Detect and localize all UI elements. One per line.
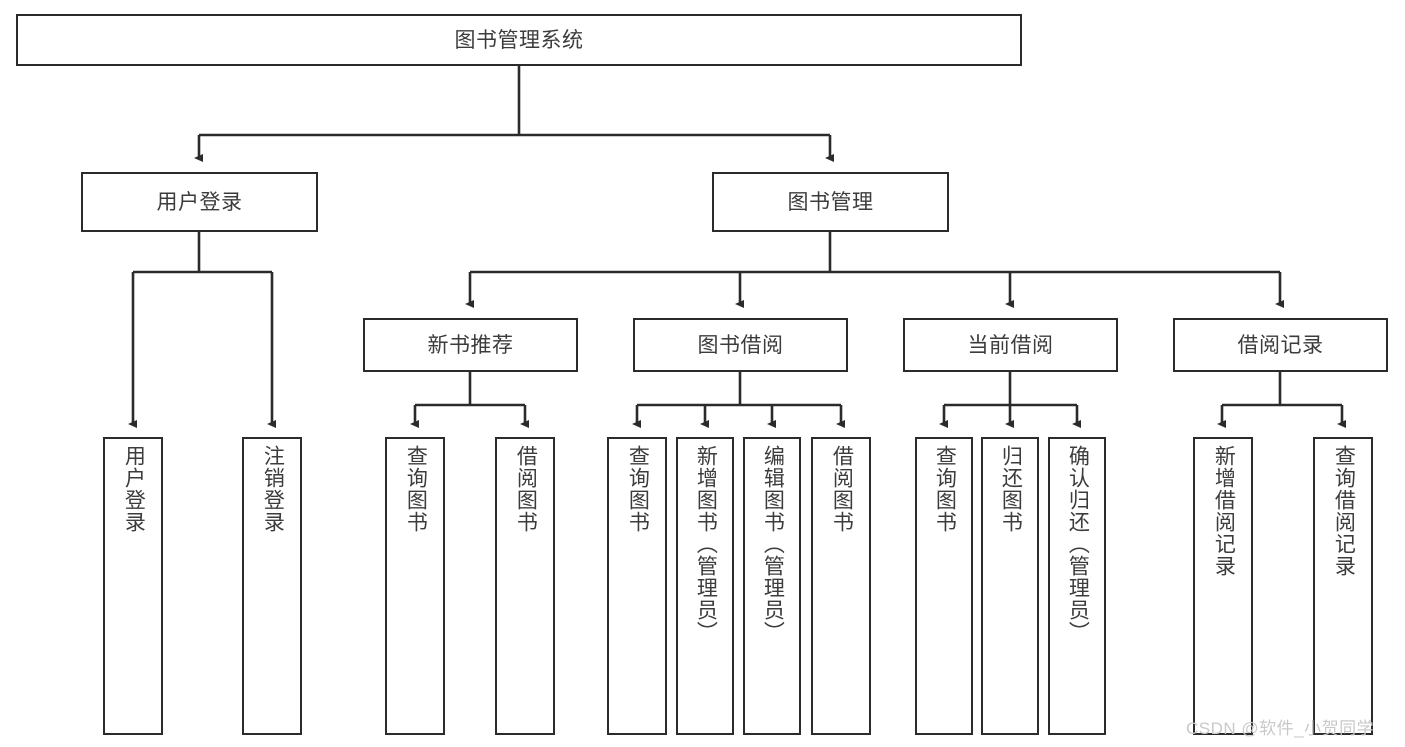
leaf-user-login[interactable]: 用户登录 xyxy=(103,437,163,735)
leaf-add-record[interactable]: 新增借阅记录 xyxy=(1193,437,1253,735)
node-book-borrow-label: 图书借阅 xyxy=(697,333,784,357)
node-book-borrow[interactable]: 图书借阅 xyxy=(633,318,848,372)
leaf-confirm-return-label: 确认归还（管理员） xyxy=(1066,445,1090,643)
leaf-query-book-3-label: 查询图书 xyxy=(933,445,957,533)
leaf-add-record-label: 新增借阅记录 xyxy=(1212,445,1236,577)
leaf-query-record[interactable]: 查询借阅记录 xyxy=(1313,437,1373,735)
node-root[interactable]: 图书管理系统 xyxy=(16,14,1022,66)
node-new-book-recommend[interactable]: 新书推荐 xyxy=(363,318,578,372)
leaf-add-book-label: 新增图书（管理员） xyxy=(694,445,718,643)
leaf-return-book[interactable]: 归还图书 xyxy=(981,437,1039,735)
node-user-login-label: 用户登录 xyxy=(156,190,243,214)
leaf-query-book-2-label: 查询图书 xyxy=(626,445,650,533)
leaf-query-book-2[interactable]: 查询图书 xyxy=(607,437,667,735)
leaf-logout-login[interactable]: 注销登录 xyxy=(242,437,302,735)
node-root-label: 图书管理系统 xyxy=(454,28,584,52)
leaf-add-book[interactable]: 新增图书（管理员） xyxy=(676,437,734,735)
csdn-watermark: CSDN @软件_小贺同学 xyxy=(1186,719,1375,738)
node-user-login[interactable]: 用户登录 xyxy=(81,172,318,232)
node-new-book-recommend-label: 新书推荐 xyxy=(427,333,514,357)
leaf-borrow-book-2[interactable]: 借阅图书 xyxy=(811,437,871,735)
node-borrow-record-label: 借阅记录 xyxy=(1237,333,1324,357)
node-current-borrow-label: 当前借阅 xyxy=(967,333,1054,357)
leaf-query-book-1-label: 查询图书 xyxy=(404,445,428,533)
leaf-borrow-book-1[interactable]: 借阅图书 xyxy=(495,437,555,735)
leaf-borrow-book-2-label: 借阅图书 xyxy=(830,445,854,533)
leaf-query-record-label: 查询借阅记录 xyxy=(1332,445,1356,577)
leaf-edit-book-label: 编辑图书（管理员） xyxy=(761,445,785,643)
leaf-confirm-return[interactable]: 确认归还（管理员） xyxy=(1048,437,1106,735)
node-book-manage-label: 图书管理 xyxy=(787,190,874,214)
leaf-logout-login-label: 注销登录 xyxy=(261,445,285,533)
leaf-query-book-1[interactable]: 查询图书 xyxy=(385,437,445,735)
node-borrow-record[interactable]: 借阅记录 xyxy=(1173,318,1388,372)
node-book-manage[interactable]: 图书管理 xyxy=(712,172,949,232)
node-current-borrow[interactable]: 当前借阅 xyxy=(903,318,1118,372)
leaf-return-book-label: 归还图书 xyxy=(999,445,1023,533)
leaf-borrow-book-1-label: 借阅图书 xyxy=(514,445,538,533)
leaf-query-book-3[interactable]: 查询图书 xyxy=(915,437,973,735)
leaf-user-login-label: 用户登录 xyxy=(122,445,146,533)
leaf-edit-book[interactable]: 编辑图书（管理员） xyxy=(743,437,801,735)
